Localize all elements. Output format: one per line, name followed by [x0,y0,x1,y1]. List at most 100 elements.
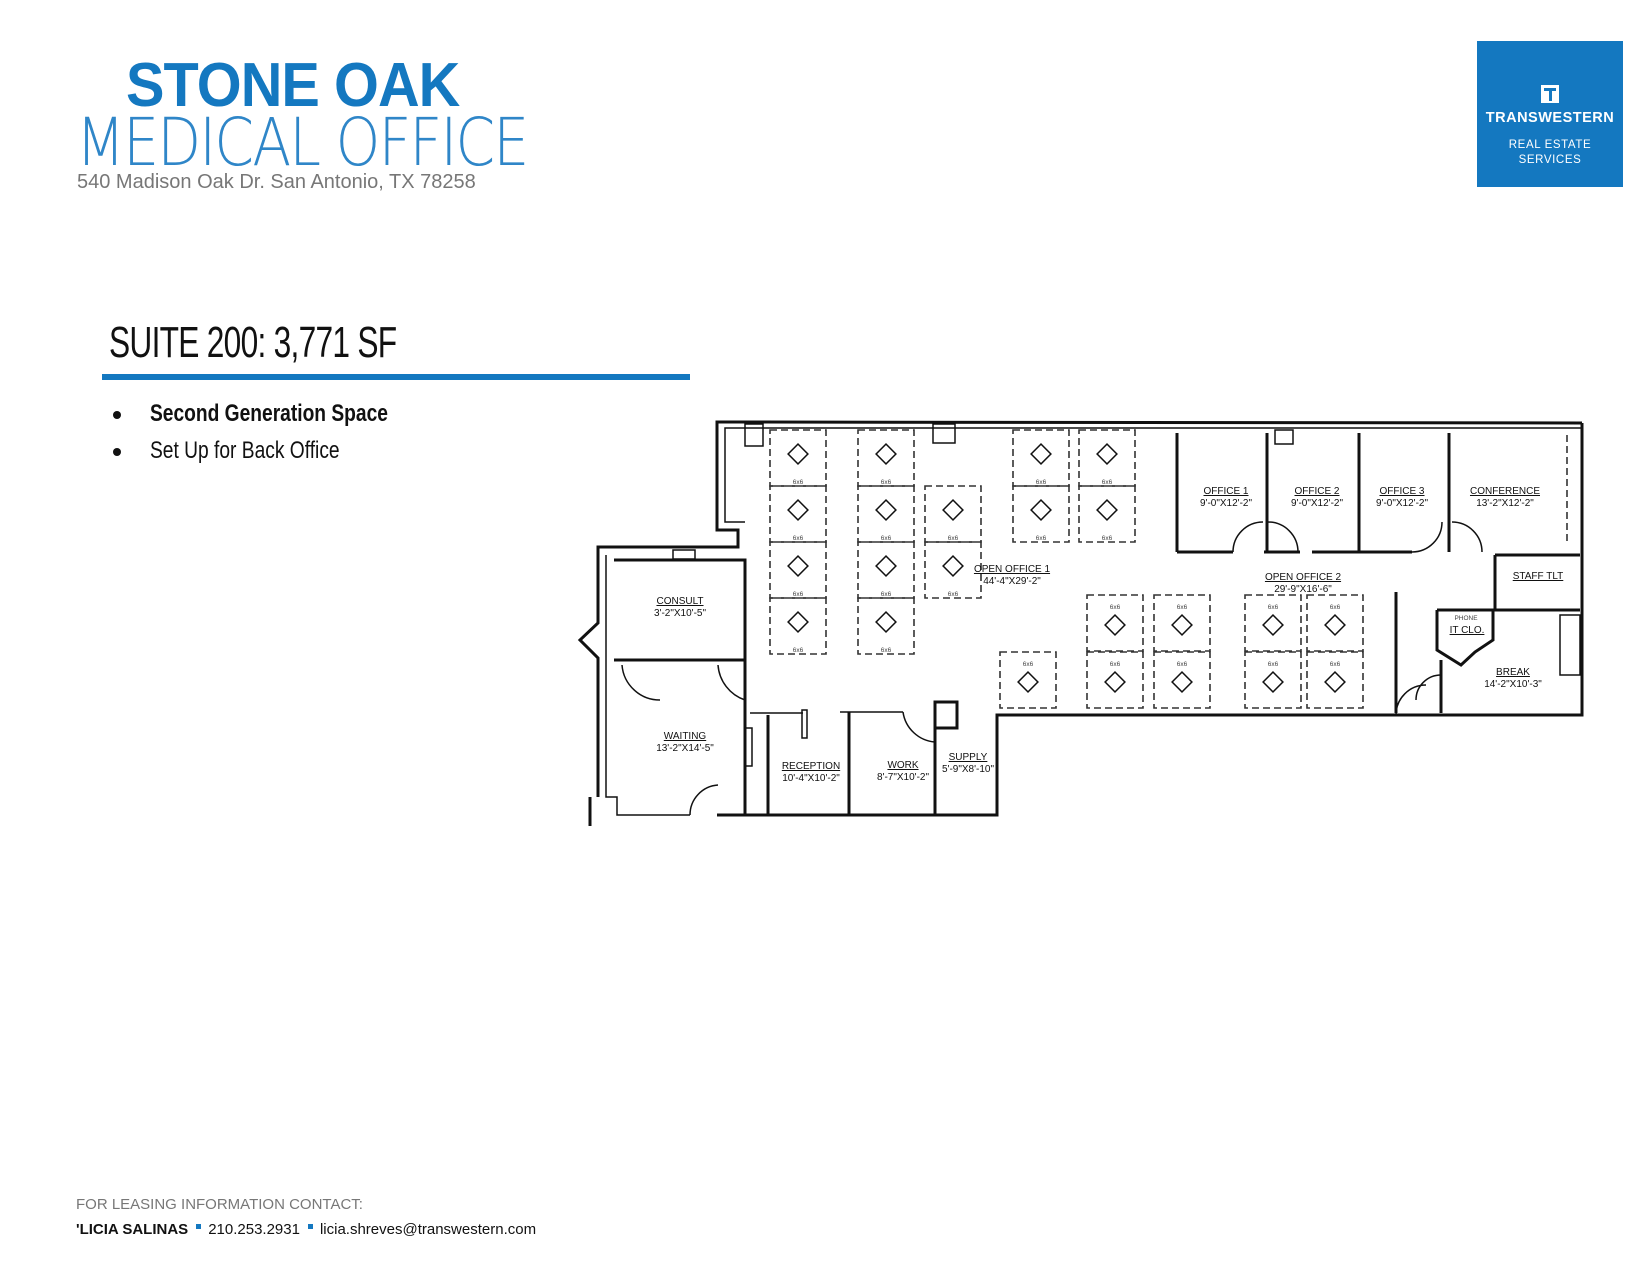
chair-icon [1104,671,1126,693]
workstation-outline [769,597,827,655]
room-name: OFFICE 2 [1294,486,1339,497]
room-name: IT CLO. [1450,625,1485,636]
contact-phone[interactable]: 210.253.2931 [208,1221,300,1238]
suite-heading: SUITE 200: 3,771 SF [109,318,397,367]
bullet-icon [113,447,121,456]
workstation-label: 6x6 [948,535,959,542]
workstation-label: 6x6 [1110,661,1121,668]
workstation-label: 6x6 [948,591,959,598]
chair-icon [1324,614,1346,636]
workstation-label: 6x6 [881,591,892,598]
workstation-outline [1306,594,1364,652]
chair-icon [1096,499,1118,521]
workstation-label: 6x6 [793,647,804,654]
workstation: 6x6 [1306,651,1364,709]
logo-brand: TRANSWESTERN [1485,110,1615,126]
chair-icon [875,611,897,633]
workstation: 6x6 [857,597,915,655]
workstation: 6x6 [769,429,827,487]
chair-icon [1324,671,1346,693]
room-label: OPEN OFFICE 144'-4"X29'-2" [974,564,1051,587]
chair-icon [787,611,809,633]
workstation-label: 6x6 [1268,604,1279,611]
walls [577,420,1584,826]
room-name: SUPPLY [949,752,988,763]
room-label: IT CLO. [1450,625,1485,636]
workstation: 6x6 [1153,594,1211,652]
property-address: 540 Madison Oak Dr. San Antonio, TX 7825… [77,171,476,193]
feature-text: Set Up for Back Office [150,437,340,464]
workstation-outline [769,485,827,543]
transwestern-t-icon [1541,85,1559,103]
chair-icon [787,555,809,577]
workstation: 6x6 [999,651,1057,709]
workstation-outline [1086,594,1144,652]
workstation-outline [857,597,915,655]
workstation-label: 6x6 [793,591,804,598]
room-size: 13'-2"X12'-2" [1476,498,1534,509]
workstation: 6x6 [857,485,915,543]
room-size: 29'-9"X16'-6" [1274,584,1332,595]
room-size: 13'-2"X14'-5" [656,743,714,754]
workstation-outline [1086,651,1144,709]
workstation: 6x6 [1244,594,1302,652]
room-size: 10'-4"X10'-2" [782,773,840,784]
room-size: 5'-9"X8'-10" [942,764,995,775]
room-label: OFFICE 39'-0"X12'-2" [1376,486,1429,509]
workstation: 6x6 [857,429,915,487]
transwestern-logo: TRANSWESTERN REAL ESTATE SERVICES [1477,41,1623,187]
room-name: RECEPTION [782,761,840,772]
chair-icon [1096,443,1118,465]
feature-bullet: Second Generation Space [113,400,447,428]
room-label: STAFF TLT [1513,571,1564,582]
logo-tagline: REAL ESTATE SERVICES [1477,138,1623,168]
chair-icon [1030,499,1052,521]
chair-icon [942,555,964,577]
workstation-outline [857,429,915,487]
workstation: 6x6 [1012,485,1070,543]
phone-label: PHONE [1454,615,1478,622]
workstation-outline [1244,594,1302,652]
workstation-outline [1078,429,1136,487]
workstation-label: 6x6 [1330,661,1341,668]
workstation-outline [1306,651,1364,709]
room-size: 8'-7"X10'-2" [877,772,930,783]
separator-icon [196,1224,202,1229]
workstation: 6x6 [924,485,982,543]
workstation: 6x6 [769,485,827,543]
feature-text: Second Generation Space [150,400,388,427]
room-name: OFFICE 3 [1379,486,1424,497]
workstation-label: 6x6 [793,535,804,542]
chair-icon [787,499,809,521]
workstation-outline [769,429,827,487]
room-name: OPEN OFFICE 1 [974,564,1051,575]
workstation: 6x6 [1306,594,1364,652]
chair-icon [1171,614,1193,636]
room-name: OPEN OFFICE 2 [1265,572,1342,583]
contact-name: 'LICIA SALINAS [76,1221,189,1238]
workstation: 6x6 [1078,429,1136,487]
workstation-outline [857,541,915,599]
workstation-label: 6x6 [1036,479,1047,486]
workstation-label: 6x6 [1330,604,1341,611]
workstation: 6x6 [769,597,827,655]
chair-icon [875,555,897,577]
workstation: 6x6 [1078,485,1136,543]
bullet-icon [113,410,121,419]
workstation-outline [924,541,982,599]
workstation: 6x6 [1086,651,1144,709]
room-name: OFFICE 1 [1203,486,1248,497]
contact-email[interactable]: licia.shreves@transwestern.com [319,1221,537,1238]
chair-icon [1262,614,1284,636]
room-name: BREAK [1496,667,1530,678]
workstation-label: 6x6 [1268,661,1279,668]
workstation: 6x6 [924,541,982,599]
